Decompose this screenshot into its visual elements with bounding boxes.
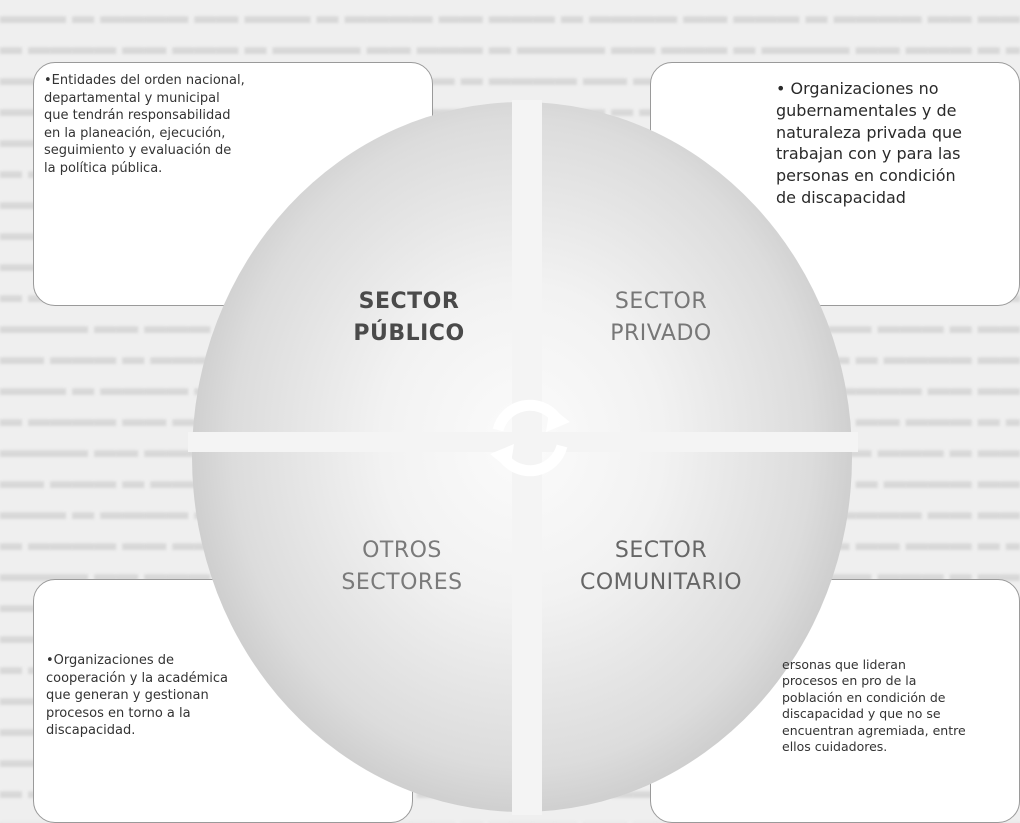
cycle-arrowhead-lower (490, 444, 514, 470)
description-publico: •Entidades del orden nacional, departame… (44, 73, 245, 176)
description-privado: • Organizaciones no gubernamentales y de… (776, 79, 962, 207)
sector-label-comunitario: SECTOR COMUNITARIO (579, 538, 743, 595)
cycle-arrowhead-upper (546, 406, 570, 432)
description-comunitario: ersonas que lideran procesos en pro de l… (782, 657, 966, 755)
sector-label-privado: SECTOR PRIVADO (610, 289, 712, 346)
vertical-divider (512, 100, 542, 815)
cycle-arrows-icon (490, 399, 570, 477)
sector-label-otros: OTROS SECTORES (341, 538, 463, 595)
sector-label-publico: SECTOR PÚBLICO (353, 289, 465, 346)
horizontal-divider (188, 432, 858, 452)
description-otros: •Organizaciones de cooperación y la acad… (46, 653, 228, 738)
